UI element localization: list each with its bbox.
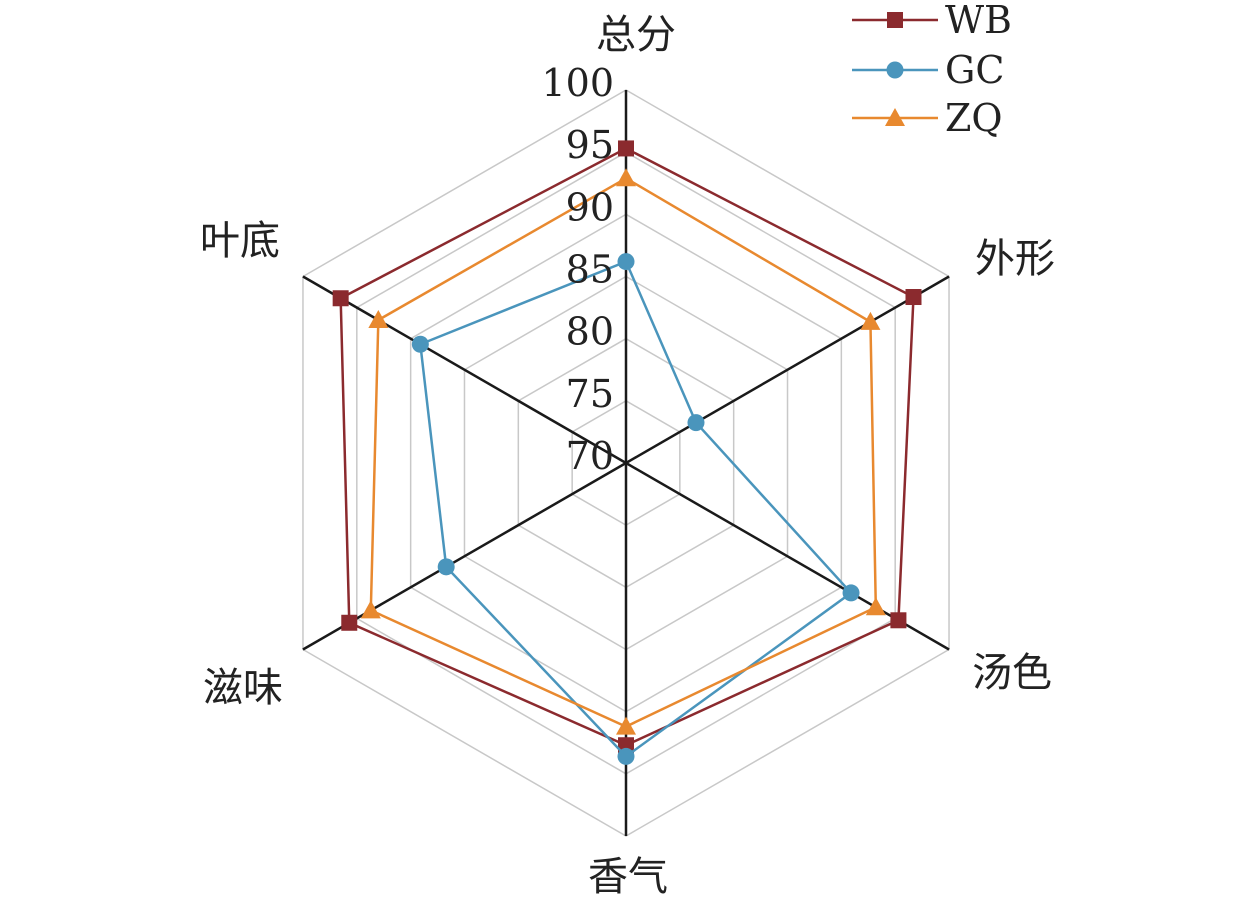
category-label: 滋味 — [203, 665, 283, 711]
tick-label: 80 — [566, 310, 614, 354]
marker-circle — [617, 747, 635, 765]
axis-line — [302, 275, 627, 465]
marker-triangle — [885, 108, 905, 126]
marker-square — [618, 140, 634, 157]
series-WB — [332, 140, 922, 754]
marker-triangle — [368, 310, 389, 329]
tick-label: 75 — [566, 372, 614, 416]
marker-circle — [411, 335, 429, 353]
category-label: 叶底 — [200, 218, 280, 264]
category-label: 外形 — [975, 236, 1055, 282]
legend-label: ZQ — [945, 96, 1003, 140]
marker-circle — [842, 584, 860, 602]
category-label: 香气 — [588, 854, 668, 900]
marker-circle — [687, 414, 705, 432]
marker-circle — [617, 253, 635, 271]
legend-label: GC — [945, 48, 1004, 92]
series-GC — [411, 253, 860, 765]
marker-triangle — [860, 311, 881, 330]
axis-line — [625, 275, 950, 465]
marker-square — [890, 612, 907, 629]
marker-triangle — [360, 600, 381, 619]
legend-item-GC: GC — [852, 48, 1004, 92]
tick-label: 95 — [566, 123, 614, 167]
category-label: 总分 — [596, 12, 676, 58]
marker-square — [905, 289, 922, 306]
tick-label: 70 — [566, 434, 614, 478]
marker-triangle — [616, 716, 636, 735]
legend-item-WB: WB — [852, 0, 1012, 42]
category-label: 汤色 — [972, 650, 1052, 696]
marker-circle — [886, 61, 904, 79]
tick-label: 100 — [541, 61, 614, 105]
marker-square — [341, 614, 358, 631]
tick-label: 90 — [566, 185, 614, 229]
series-layer — [332, 140, 922, 765]
legend-item-ZQ: ZQ — [852, 96, 1003, 140]
marker-triangle — [616, 168, 636, 187]
marker-square — [332, 290, 349, 307]
legend-label: WB — [945, 0, 1012, 42]
marker-square — [887, 12, 903, 28]
tick-label: 85 — [566, 248, 614, 292]
marker-circle — [437, 558, 455, 576]
series-ZQ — [360, 168, 886, 735]
marker-triangle — [865, 597, 886, 616]
